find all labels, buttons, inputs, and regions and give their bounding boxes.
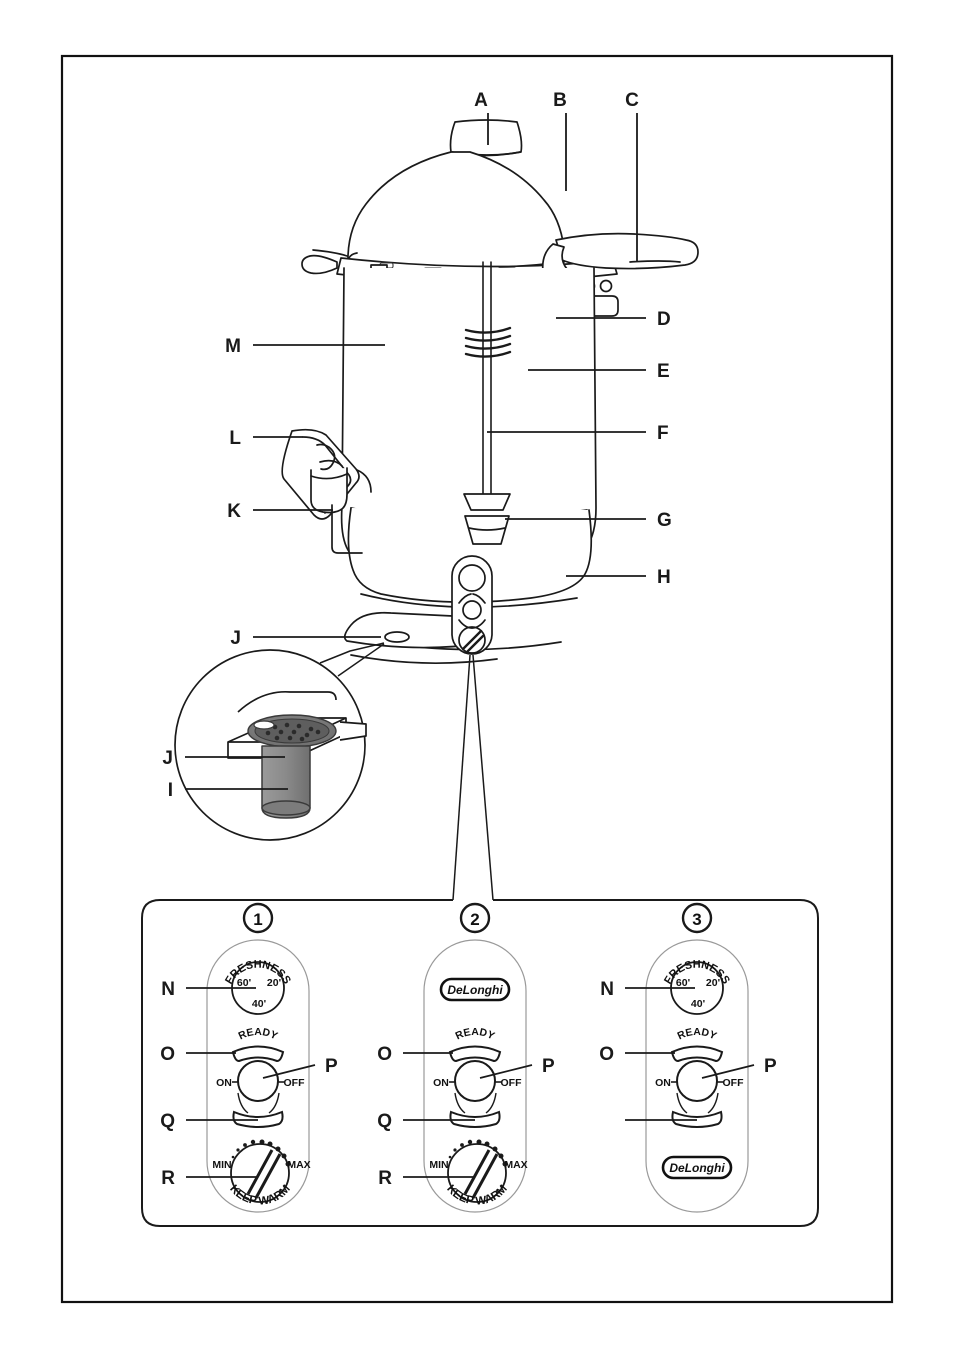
ready-indicator-2: READY bbox=[448, 1026, 502, 1063]
freshness-mark-40-1: 40' bbox=[252, 998, 266, 1010]
panel-3-number: 3 bbox=[692, 910, 701, 929]
brand-name-3: DeLonghi bbox=[669, 1161, 725, 1175]
callout-N-3: N bbox=[600, 979, 614, 1000]
keep-warm-max-2: MAX bbox=[504, 1159, 527, 1171]
callout-R-2: R bbox=[378, 1168, 392, 1189]
control-panel-2[interactable]: 2 DeLonghi READY ON OFF bbox=[377, 902, 555, 1213]
dispensing-tap bbox=[281, 428, 372, 554]
freshness-mark-40-3: 40' bbox=[691, 998, 705, 1010]
callout-P-3: P bbox=[764, 1056, 777, 1077]
label-C: C bbox=[625, 90, 639, 111]
freshness-mark-20-3: 20' bbox=[706, 977, 720, 989]
power-on-label-2: ON bbox=[433, 1077, 449, 1089]
label-L: L bbox=[229, 428, 241, 449]
body-control-cluster bbox=[451, 555, 493, 655]
label-E: E bbox=[657, 361, 670, 382]
callout-Q-1: Q bbox=[160, 1111, 175, 1132]
callout-O-3: O bbox=[599, 1044, 614, 1065]
callout-O-2: O bbox=[377, 1044, 392, 1065]
ready-label-3: READY bbox=[676, 1026, 719, 1042]
lid-dome bbox=[347, 151, 565, 270]
control-panel-3[interactable]: 3 FRESHNESS 60' 20' 40' READY bbox=[599, 902, 777, 1213]
callout-leaders bbox=[185, 113, 646, 790]
panel-1-number: 1 bbox=[253, 910, 262, 929]
detail-inset bbox=[174, 642, 385, 841]
keep-warm-dial-1[interactable]: MIN MAX KEEP WARM bbox=[212, 1139, 311, 1208]
freshness-mark-20-1: 20' bbox=[267, 977, 281, 989]
panel-1-number-circle bbox=[242, 902, 274, 934]
label-H: H bbox=[657, 567, 671, 588]
callout-N-1: N bbox=[161, 979, 175, 1000]
panel-3-number-circle bbox=[681, 902, 713, 934]
ready-indicator-3: READY bbox=[670, 1026, 724, 1063]
ready-label-1: READY bbox=[237, 1026, 280, 1042]
keep-warm-max-1: MAX bbox=[287, 1159, 310, 1171]
label-D: D bbox=[657, 309, 671, 330]
label-G: G bbox=[657, 510, 672, 531]
power-off-label-1: OFF bbox=[284, 1077, 306, 1089]
label-I-inset: I bbox=[168, 780, 173, 801]
brand-badge-2: DeLonghi bbox=[439, 977, 511, 1002]
power-knob-1[interactable]: ON OFF bbox=[216, 1060, 306, 1114]
label-B: B bbox=[553, 90, 567, 111]
panel-2-number-circle bbox=[459, 902, 491, 934]
label-K: K bbox=[227, 501, 241, 522]
callout-P-2: P bbox=[542, 1056, 555, 1077]
power-knob-3[interactable]: ON OFF bbox=[655, 1060, 745, 1114]
brand-name-2: DeLonghi bbox=[447, 983, 503, 997]
keep-warm-min-2: MIN bbox=[429, 1159, 448, 1171]
panel-connector-lines bbox=[452, 654, 494, 901]
callout-Q-2: Q bbox=[377, 1111, 392, 1132]
callout-P-1: P bbox=[325, 1056, 338, 1077]
lid-knob bbox=[449, 119, 523, 157]
label-M: M bbox=[225, 336, 241, 357]
freshness-mark-60-3: 60' bbox=[676, 977, 690, 989]
power-off-label-2: OFF bbox=[501, 1077, 523, 1089]
label-J-inset: J bbox=[162, 748, 173, 769]
page-border bbox=[60, 54, 894, 1304]
keep-warm-min-1: MIN bbox=[212, 1159, 231, 1171]
label-F: F bbox=[657, 423, 669, 444]
urn-body bbox=[340, 267, 597, 651]
label-J: J bbox=[230, 628, 241, 649]
freshness-mark-60-1: 60' bbox=[237, 977, 251, 989]
ready-indicator-1: READY bbox=[231, 1026, 285, 1063]
callout-O-1: O bbox=[160, 1044, 175, 1065]
power-on-label-3: ON bbox=[655, 1077, 671, 1089]
coffee-urn-illustration bbox=[281, 119, 699, 664]
power-off-label-3: OFF bbox=[723, 1077, 745, 1089]
percolator-stem bbox=[463, 261, 512, 545]
panel-2-number: 2 bbox=[470, 910, 479, 929]
power-knob-2[interactable]: ON OFF bbox=[433, 1060, 523, 1114]
part-letters: A B C D E F G H M L K J J I bbox=[162, 90, 671, 801]
power-on-label-1: ON bbox=[216, 1077, 232, 1089]
callout-R-1: R bbox=[161, 1168, 175, 1189]
control-panel-1[interactable]: 1 FRESHNESS 60' 20' 40' READY bbox=[160, 902, 338, 1213]
ready-label-2: READY bbox=[454, 1026, 497, 1042]
label-A: A bbox=[474, 90, 488, 111]
brand-badge-3: DeLonghi bbox=[661, 1155, 733, 1180]
